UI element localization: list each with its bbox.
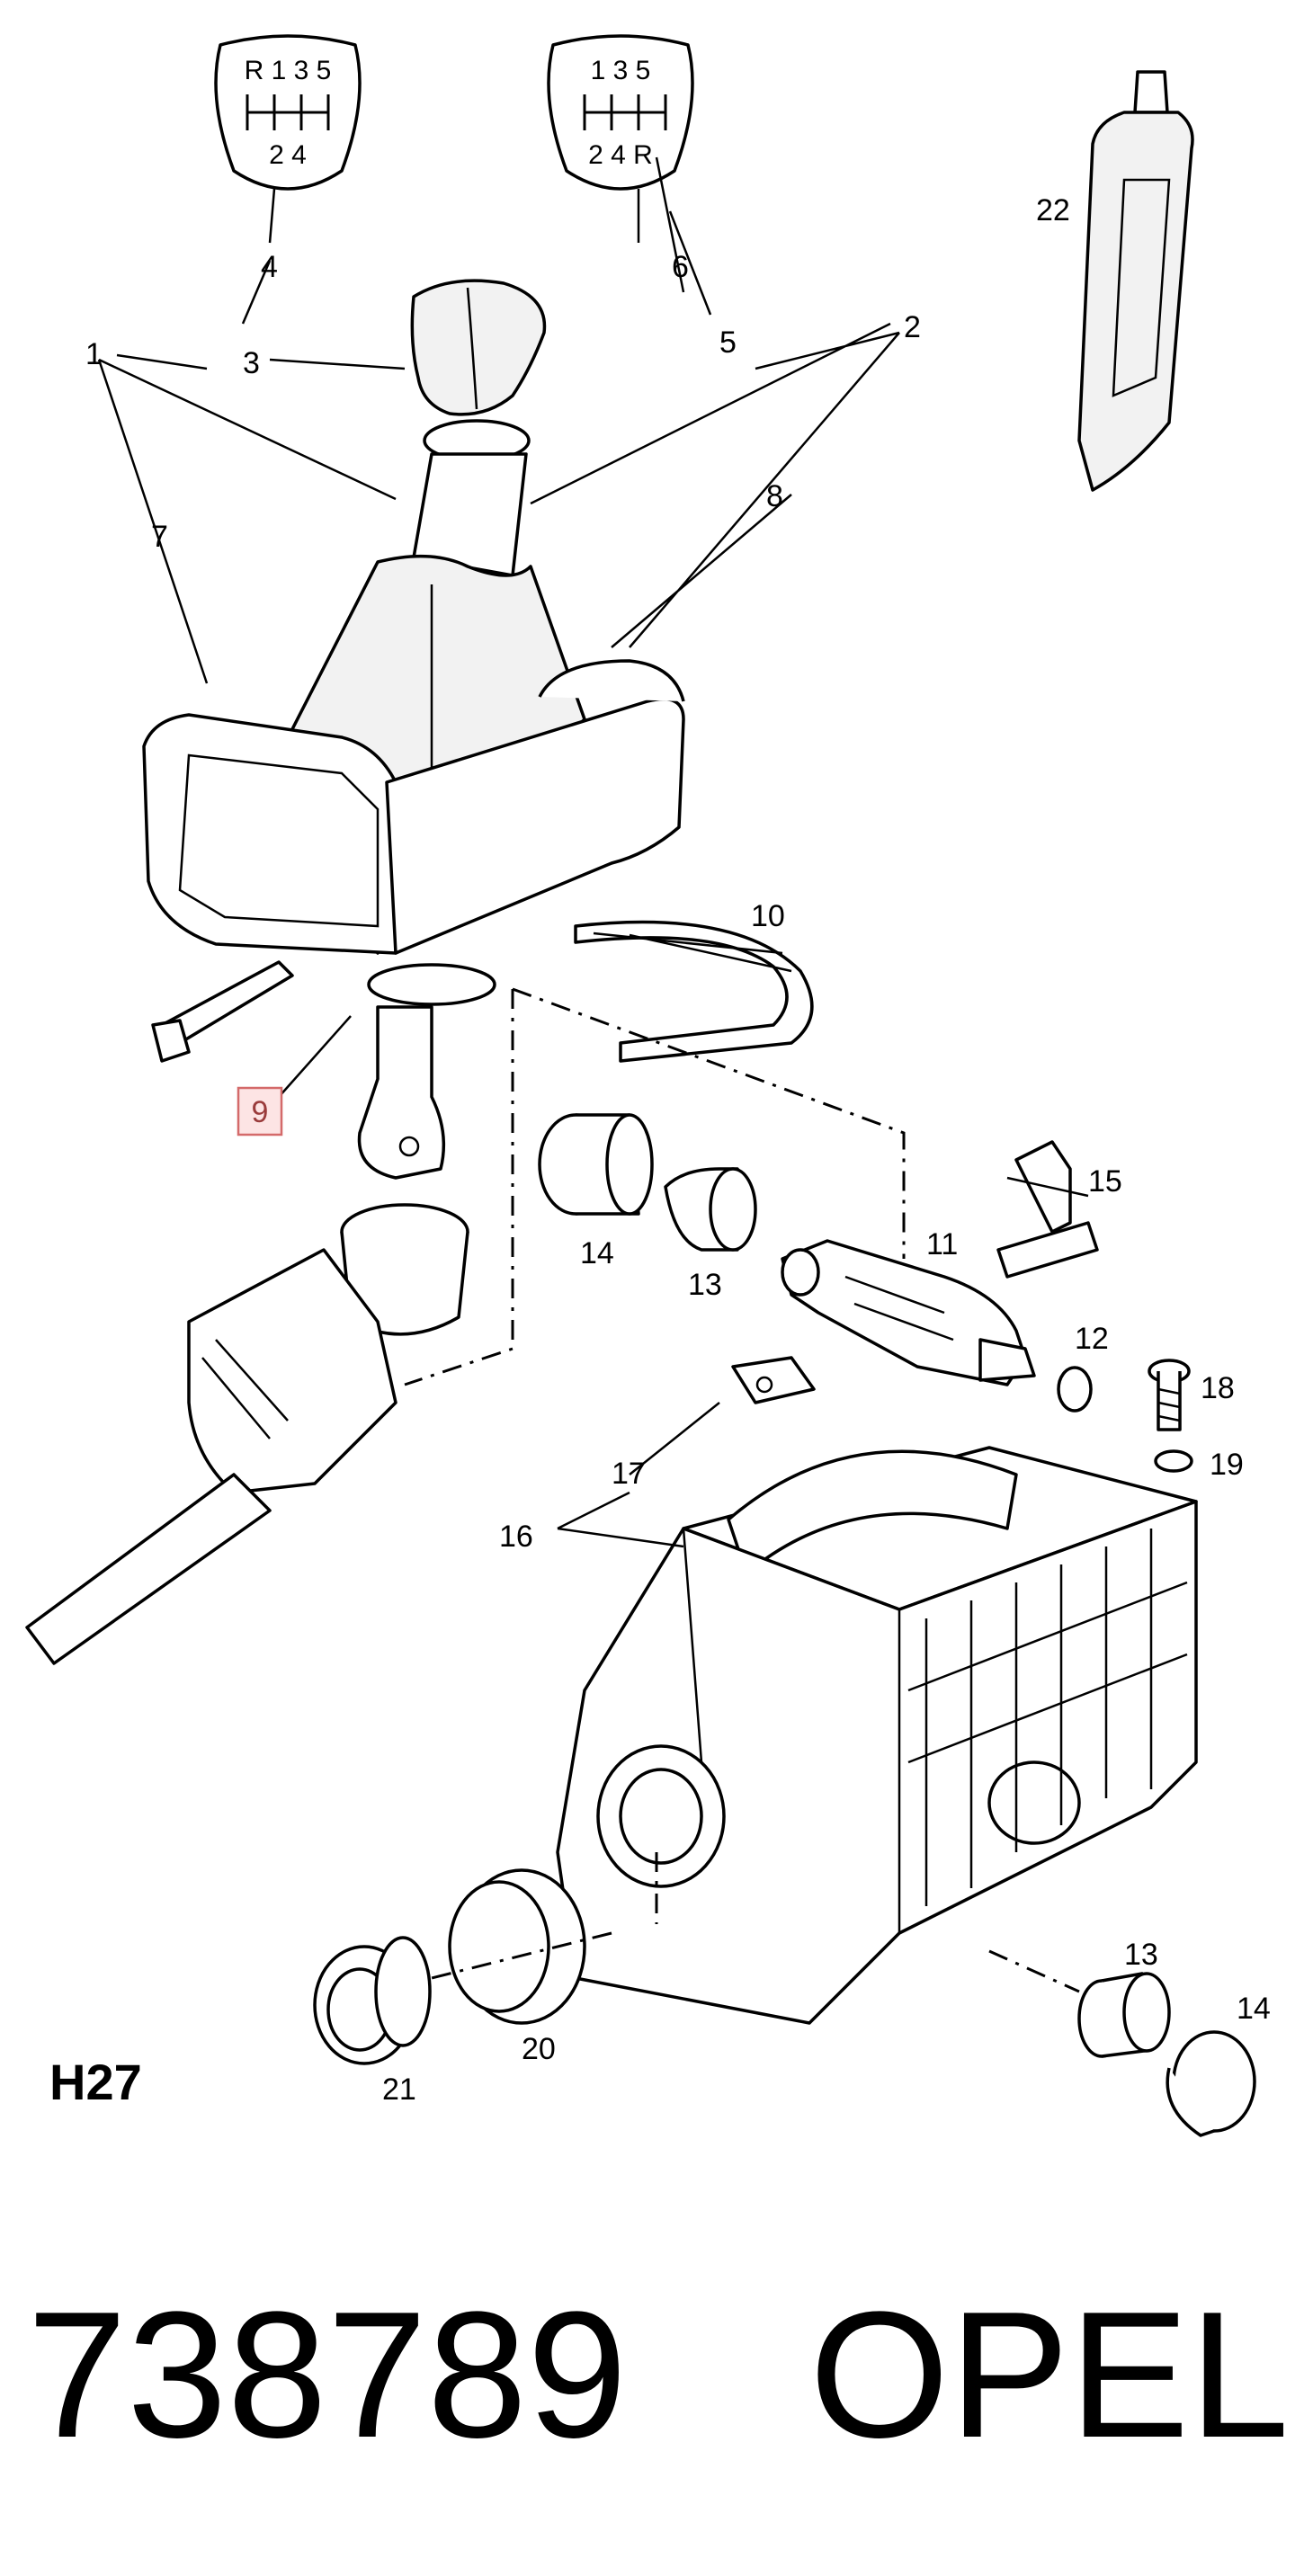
- bracket-clip: [996, 1140, 1099, 1279]
- callout-1: 1: [85, 337, 103, 371]
- shift-pattern-knob-left: R 1 3 5 2 4: [214, 34, 362, 191]
- sleeve-top: [664, 1167, 757, 1252]
- callout-17: 17: [612, 1457, 646, 1491]
- cover-cap: [448, 1868, 586, 2025]
- callout-20: 20: [522, 2032, 556, 2066]
- callout-13-top: 13: [688, 1268, 722, 1302]
- callout-22: 22: [1036, 193, 1070, 227]
- shift-pattern-right-bottom: 2 4 R: [588, 140, 653, 170]
- seal-ring: [313, 1936, 432, 2065]
- callout-15: 15: [1088, 1164, 1122, 1199]
- callout-3: 3: [243, 346, 260, 380]
- callout-13-bottom: 13: [1124, 1938, 1158, 1972]
- callout-5: 5: [719, 325, 737, 360]
- callout-11: 11: [926, 1227, 958, 1261]
- o-ring: [1057, 1366, 1093, 1413]
- shift-joint-coupling: [781, 1239, 1036, 1386]
- leader-lines: [97, 156, 1089, 1548]
- assembly-line-c: [988, 1949, 1080, 1993]
- cable-tie-end: [151, 960, 294, 1063]
- assembly-line-a: [404, 989, 514, 1386]
- bushing-top: [538, 1113, 654, 1216]
- callout-12: 12: [1075, 1322, 1109, 1356]
- gearbox-housing: [556, 1446, 1198, 2025]
- shift-rod-housing: [25, 1203, 469, 1665]
- callout-6: 6: [672, 250, 689, 284]
- callout-9-highlight: 9: [237, 1086, 283, 1136]
- console-frame: [142, 659, 685, 955]
- shift-pattern-left-top: R 1 3 5: [245, 56, 332, 85]
- callout-19: 19: [1210, 1448, 1244, 1482]
- callout-9: 9: [252, 1095, 269, 1129]
- washer: [1154, 1449, 1193, 1473]
- sleeve-bottom: [1166, 2030, 1256, 2137]
- grease-tube: [1077, 70, 1194, 492]
- callout-16: 16: [499, 1520, 533, 1554]
- shift-pattern-right-top: 1 3 5: [591, 56, 651, 85]
- bushing-bottom: [1077, 1972, 1171, 2058]
- part-number: 738789: [27, 2275, 627, 2475]
- callout-7: 7: [151, 520, 168, 554]
- shift-pattern-knob-right: 1 3 5 2 4 R: [547, 34, 694, 191]
- lower-shift-lever: [357, 963, 496, 1180]
- brand-name: OPEL: [809, 2275, 1290, 2475]
- callout-8: 8: [766, 479, 783, 513]
- shift-pattern-left-bottom: 2 4: [269, 140, 307, 170]
- assembly-line-b: [512, 987, 906, 1259]
- gear-lever-collar: [412, 419, 531, 577]
- callout-21: 21: [382, 2072, 416, 2107]
- callout-14-top: 14: [580, 1236, 614, 1270]
- callout-10: 10: [751, 899, 785, 933]
- callout-14-bottom: 14: [1237, 1992, 1271, 2026]
- callout-2: 2: [904, 310, 921, 344]
- callout-18: 18: [1201, 1371, 1235, 1405]
- assembly-line-d: [431, 1852, 658, 1980]
- guide-plate: [731, 1356, 816, 1404]
- section-code: H27: [49, 2054, 142, 2110]
- cable-tie-strap: [574, 920, 814, 1063]
- gear-shift-knob: [410, 279, 547, 416]
- bolt: [1148, 1359, 1191, 1431]
- callout-4: 4: [261, 250, 278, 284]
